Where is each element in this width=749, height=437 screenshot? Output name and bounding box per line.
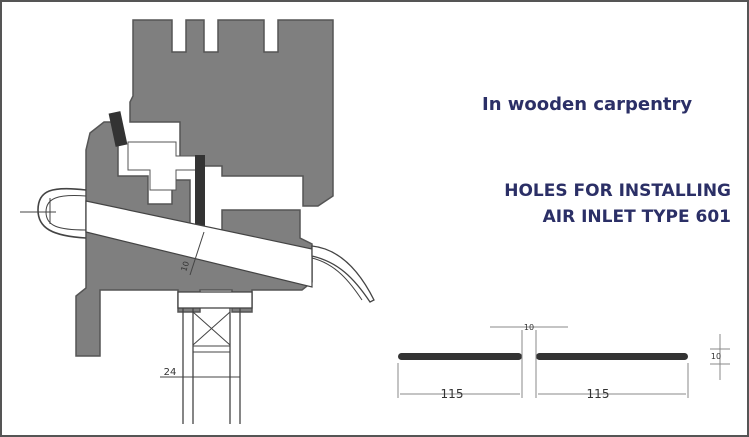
exterior-hood: [311, 245, 375, 303]
inlet-box: [177, 291, 253, 309]
frame-cutout: [127, 141, 197, 191]
slot-left: [398, 353, 522, 360]
subtitle-heading: In wooden carpentry: [482, 94, 693, 115]
title-heading: HOLES FOR INSTALLING AIR INLET TYPE 601: [504, 178, 731, 230]
right-length-label: 115: [587, 387, 610, 401]
interior-grille-inner: [45, 195, 87, 231]
title-line-1: HOLES FOR INSTALLING: [504, 181, 731, 201]
title-line-2: AIR INLET TYPE 601: [542, 207, 731, 227]
seal-top: [108, 111, 128, 147]
seal-middle: [195, 155, 205, 229]
section-depth-label: 10: [179, 260, 191, 272]
height-dim-label: 10: [711, 352, 721, 361]
exterior-hood-inner: [311, 257, 363, 301]
interior-grille: [37, 187, 87, 239]
slot-right: [536, 353, 688, 360]
inlet-width-label: 24: [164, 367, 177, 378]
gap-dim-label: 10: [524, 323, 534, 332]
air-channel: [85, 200, 313, 288]
left-length-label: 115: [441, 387, 464, 401]
section-depth-line: [189, 231, 205, 276]
